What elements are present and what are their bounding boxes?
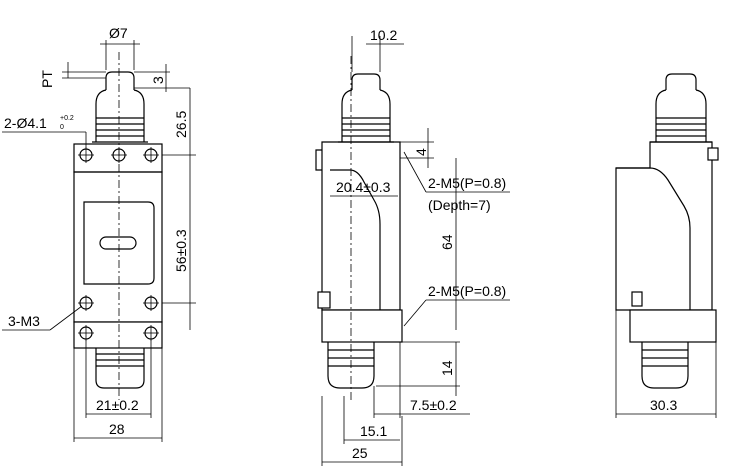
front-view: Ø7 PT 3 26.5 56±0.3 2-Ø4.1 +0.2 0 3-M3 2…: [2, 25, 196, 442]
label-mount-tol-lower: 0: [60, 124, 64, 131]
side-base: [321, 309, 403, 343]
dim-front-vertical-spacing: 56±0.3: [173, 229, 189, 272]
dim-front-travel: 3: [150, 76, 166, 84]
rear-slope: [616, 167, 691, 310]
dim-side-head-width: 10.2: [370, 27, 397, 43]
front-mount-holes: [78, 147, 159, 341]
label-thread-upper: 2-M5(P=0.8): [428, 175, 506, 191]
label-thread-upper-depth: (Depth=7): [428, 197, 491, 213]
dim-side-bottom-offset: 14: [439, 360, 455, 376]
dim-side-thread-spacing: 64: [439, 234, 455, 250]
dim-front-diameter: Ø7: [109, 25, 128, 41]
rear-body: [615, 141, 713, 311]
dim-front-head-height: 26.5: [173, 111, 189, 138]
side-view: 10.2 4 20.4±0.3 2-M5(P=0.8) (Depth=7) 64…: [315, 27, 510, 466]
dim-side-total-depth: 25: [352, 445, 368, 461]
dim-side-foot-offset: 7.5±0.2: [410, 397, 457, 413]
dim-side-slot-height: 20.4±0.3: [336, 179, 391, 195]
side-plunger-tip: [351, 73, 381, 90]
front-body: [73, 171, 163, 323]
label-thread-lower: 2-M5(P=0.8): [428, 283, 506, 299]
dim-front-width: 28: [109, 421, 125, 437]
front-recess: [83, 201, 155, 285]
side-body: [321, 141, 401, 311]
rear-base: [629, 309, 717, 343]
dim-rear-width: 30.3: [650, 397, 677, 413]
front-plunger-tip: [105, 71, 135, 90]
rear-view: 30.3: [615, 73, 719, 418]
label-mount-tol-upper: +0.2: [60, 115, 74, 122]
dim-side-base-depth: 15.1: [360, 423, 387, 439]
dim-side-top-offset: 4: [413, 148, 429, 156]
label-mount-holes: 2-Ø4.1: [4, 115, 47, 131]
label-thread-m3: 3-M3: [8, 313, 40, 329]
front-top-plate: [73, 143, 163, 173]
front-boot-tip: [95, 372, 145, 389]
front-plunger-dome: [95, 89, 145, 118]
rear-plunger-tip: [665, 73, 697, 90]
label-pt: PT: [39, 70, 55, 88]
front-slot: [99, 236, 137, 250]
dim-front-horizontal-spacing: 21±0.2: [96, 397, 139, 413]
front-bottom-plate: [73, 321, 163, 349]
side-slope: [330, 169, 381, 310]
